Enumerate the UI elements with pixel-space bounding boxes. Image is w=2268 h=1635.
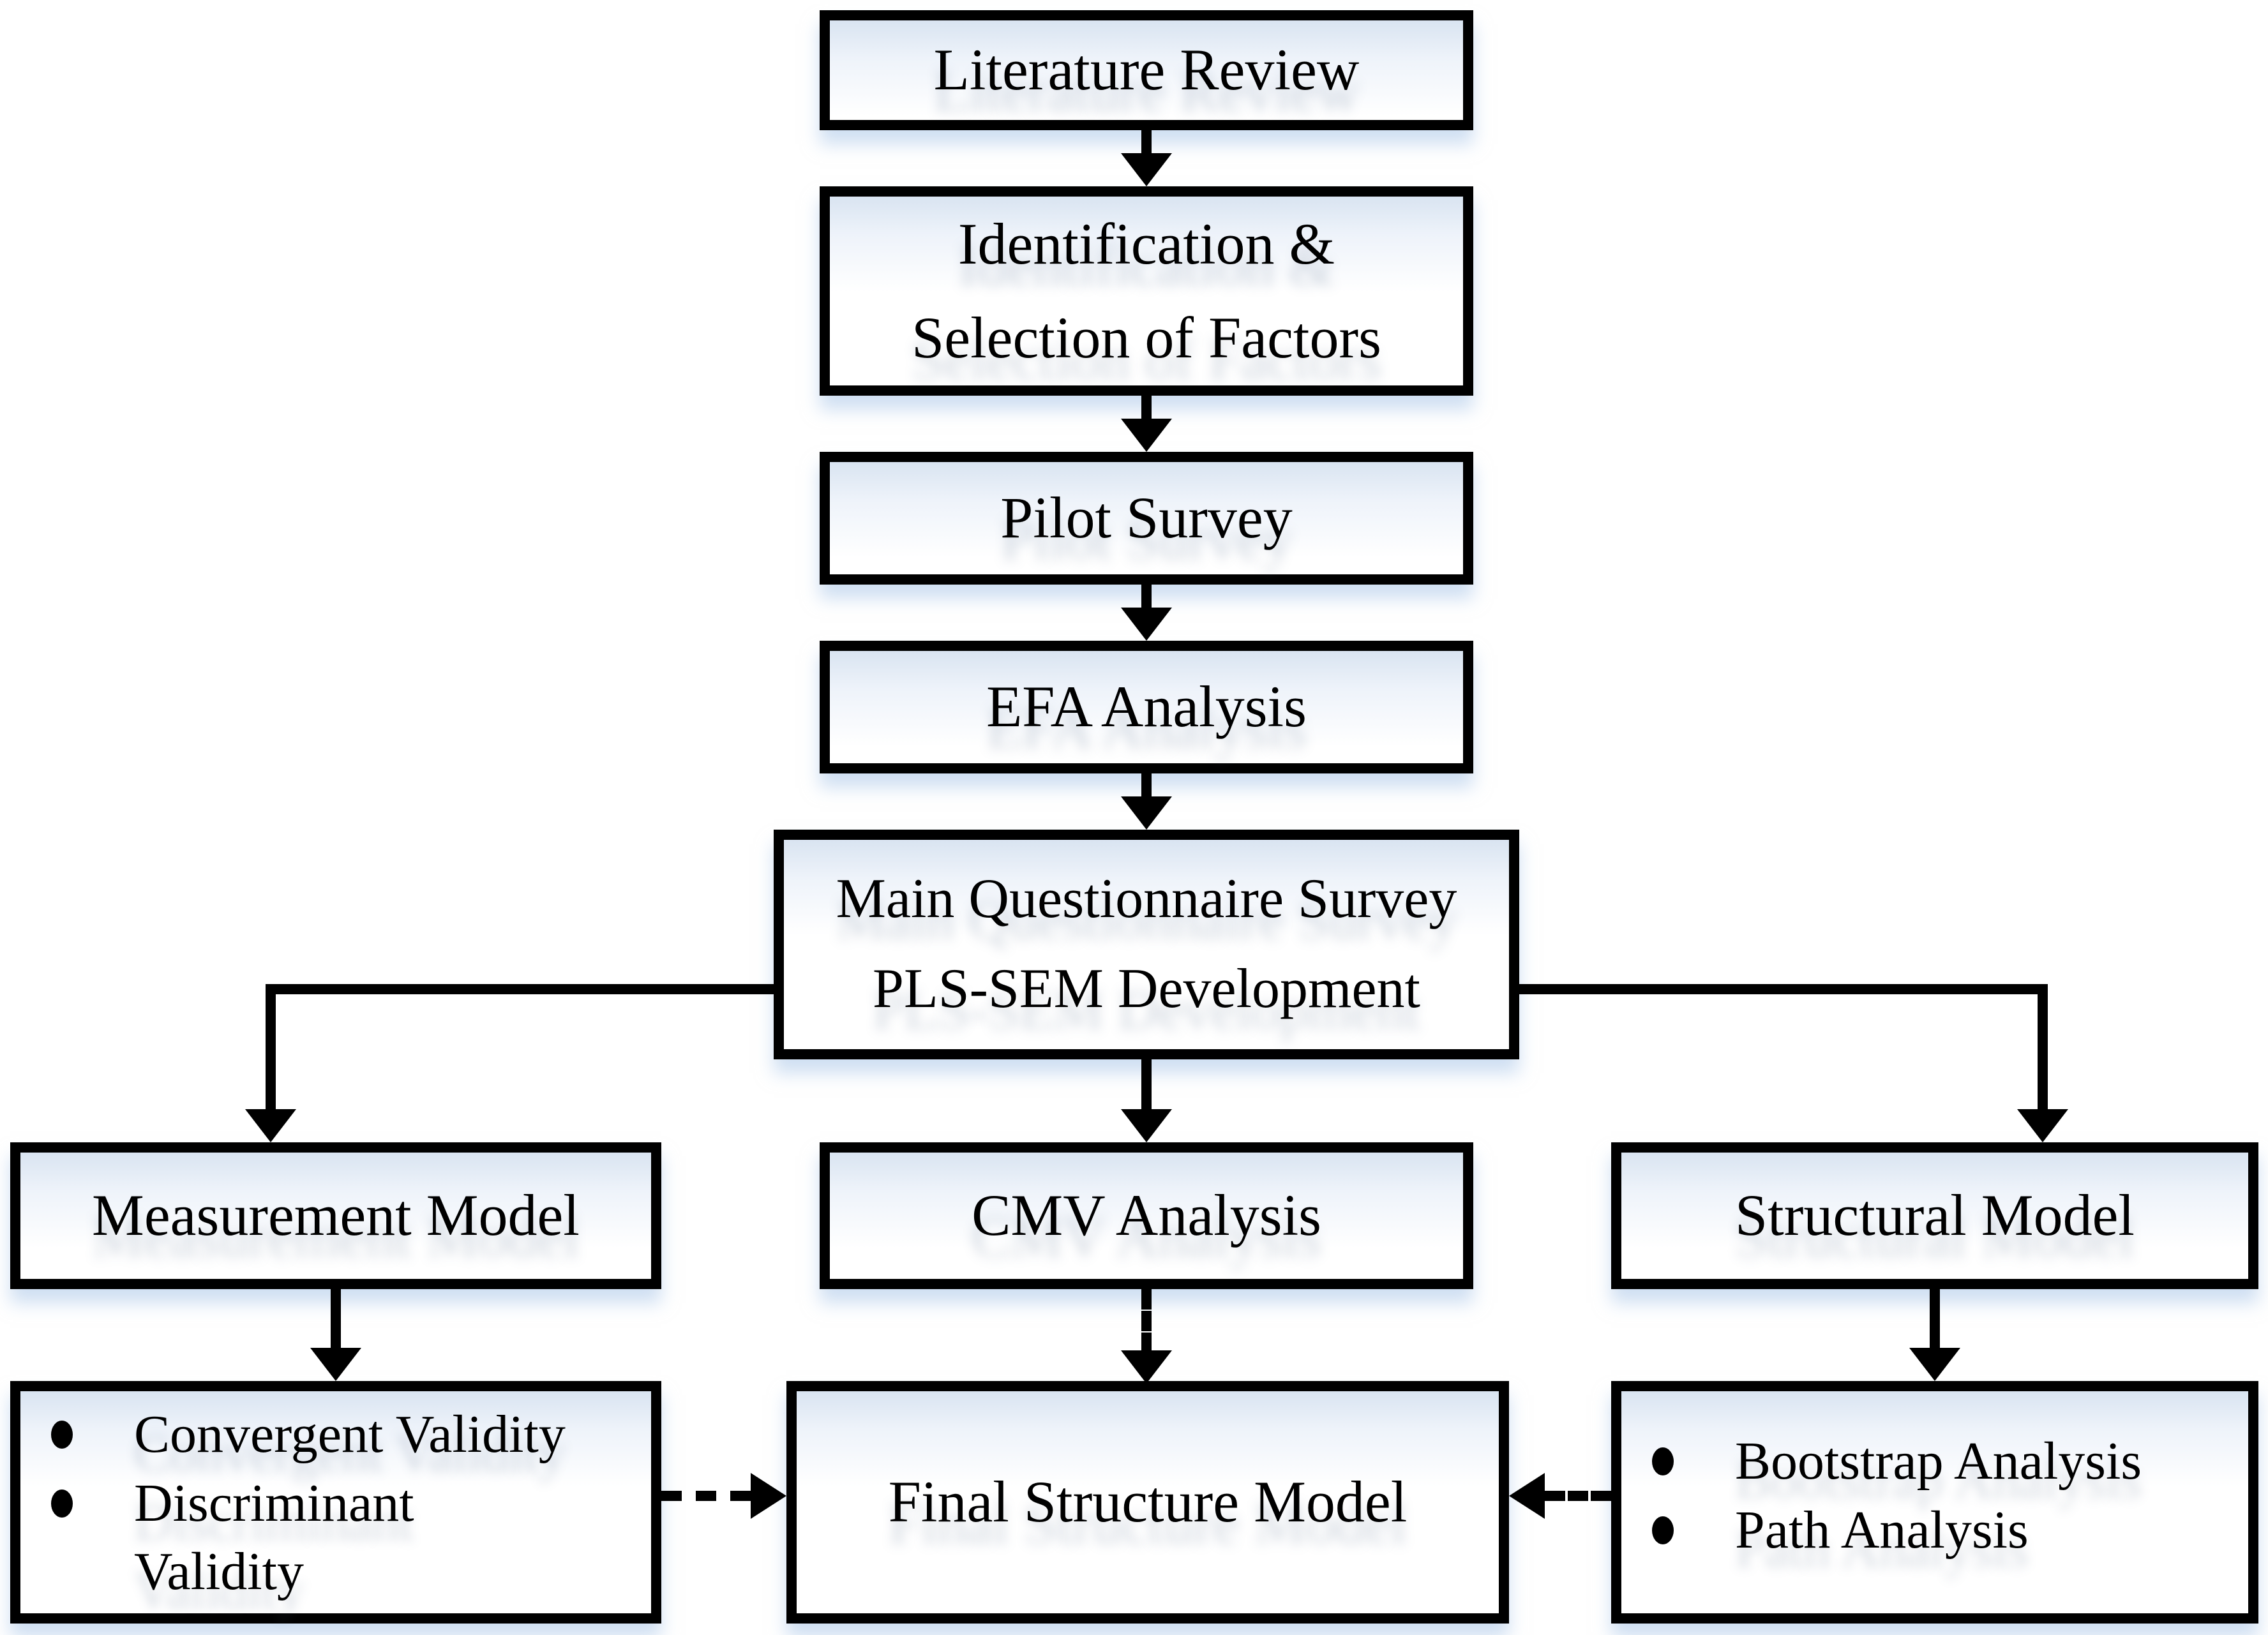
node-label: Measurement Model	[92, 1183, 580, 1248]
arrow-literature-to-identification	[1141, 130, 1152, 158]
dashed-arrow-cmv-to-final	[1141, 1289, 1152, 1353]
arrowhead-down-icon	[1121, 419, 1172, 452]
list-item-label: Discriminant Validity	[134, 1473, 414, 1602]
node-structural-model: Structural Model	[1611, 1142, 2258, 1289]
list-item: Convergent Validity	[51, 1400, 641, 1469]
arrow-main-to-structural	[2038, 984, 2048, 1112]
arrowhead-down-icon	[245, 1109, 296, 1142]
arrowhead-down-icon	[1121, 796, 1172, 830]
node-final-structure-model: Final Structure Model	[786, 1381, 1509, 1624]
arrowhead-down-icon	[1909, 1348, 1960, 1381]
arrowhead-down-icon	[1121, 1350, 1172, 1384]
list-item-label: Path Analysis	[1735, 1500, 2029, 1560]
list-item: Path Analysis	[1652, 1496, 2238, 1565]
branch-line-main-right	[1519, 984, 2048, 994]
list-item-label: Bootstrap Analysis	[1735, 1431, 2142, 1491]
arrow-main-to-measurement	[266, 984, 276, 1112]
node-pilot-survey: Pilot Survey	[820, 452, 1473, 585]
node-label: EFA Analysis	[986, 674, 1307, 740]
arrowhead-down-icon	[1121, 608, 1172, 641]
node-identification-selection: Identification & Selection of Factors	[820, 186, 1473, 396]
bullet-list: Bootstrap Analysis Path Analysis	[1621, 1391, 2248, 1564]
node-label: Final Structure Model	[888, 1469, 1408, 1535]
node-measurement-model: Measurement Model	[10, 1142, 661, 1289]
dashed-arrow-analysis-to-final	[1545, 1491, 1611, 1501]
dashed-arrow-validity-to-final	[661, 1491, 751, 1501]
arrowhead-down-icon	[310, 1348, 361, 1381]
bullet-icon	[1652, 1516, 1674, 1544]
node-efa-analysis: EFA Analysis	[820, 641, 1473, 773]
list-item: Bootstrap Analysis	[1652, 1427, 2238, 1496]
arrowhead-down-icon	[2017, 1109, 2068, 1142]
list-item-label: Convergent Validity	[134, 1405, 566, 1464]
arrow-pilot-to-efa	[1141, 585, 1152, 613]
arrowhead-down-icon	[1121, 1109, 1172, 1142]
arrowhead-left-icon	[1509, 1473, 1545, 1519]
arrow-efa-to-main	[1141, 773, 1152, 802]
arrowhead-right-icon	[751, 1473, 786, 1519]
arrow-identification-to-pilot	[1141, 396, 1152, 424]
node-literature-review: Literature Review	[820, 10, 1473, 130]
node-label: Main Questionnaire Survey PLS-SEM Develo…	[836, 868, 1457, 1020]
node-label: Structural Model	[1735, 1183, 2135, 1248]
bullet-icon	[51, 1421, 73, 1449]
bullet-list: Convergent Validity Discriminant Validit…	[20, 1391, 651, 1606]
bullet-icon	[51, 1489, 73, 1518]
arrow-structural-to-analysis-list	[1930, 1289, 1940, 1350]
node-label: CMV Analysis	[972, 1183, 1321, 1248]
branch-line-main-left	[266, 984, 774, 994]
node-label: Identification & Selection of Factors	[912, 211, 1381, 370]
node-label: Literature Review	[933, 37, 1360, 103]
node-label: Pilot Survey	[1000, 485, 1293, 551]
node-measurement-validity-list: Convergent Validity Discriminant Validit…	[10, 1381, 661, 1624]
bullet-icon	[1652, 1447, 1674, 1475]
arrow-measurement-to-validity-list	[331, 1289, 341, 1350]
node-main-questionnaire-survey: Main Questionnaire Survey PLS-SEM Develo…	[774, 830, 1519, 1059]
arrow-main-to-cmv	[1141, 1059, 1152, 1112]
node-structural-analysis-list: Bootstrap Analysis Path Analysis	[1611, 1381, 2258, 1624]
arrowhead-down-icon	[1121, 153, 1172, 186]
node-cmv-analysis: CMV Analysis	[820, 1142, 1473, 1289]
list-item: Discriminant Validity	[51, 1469, 641, 1606]
